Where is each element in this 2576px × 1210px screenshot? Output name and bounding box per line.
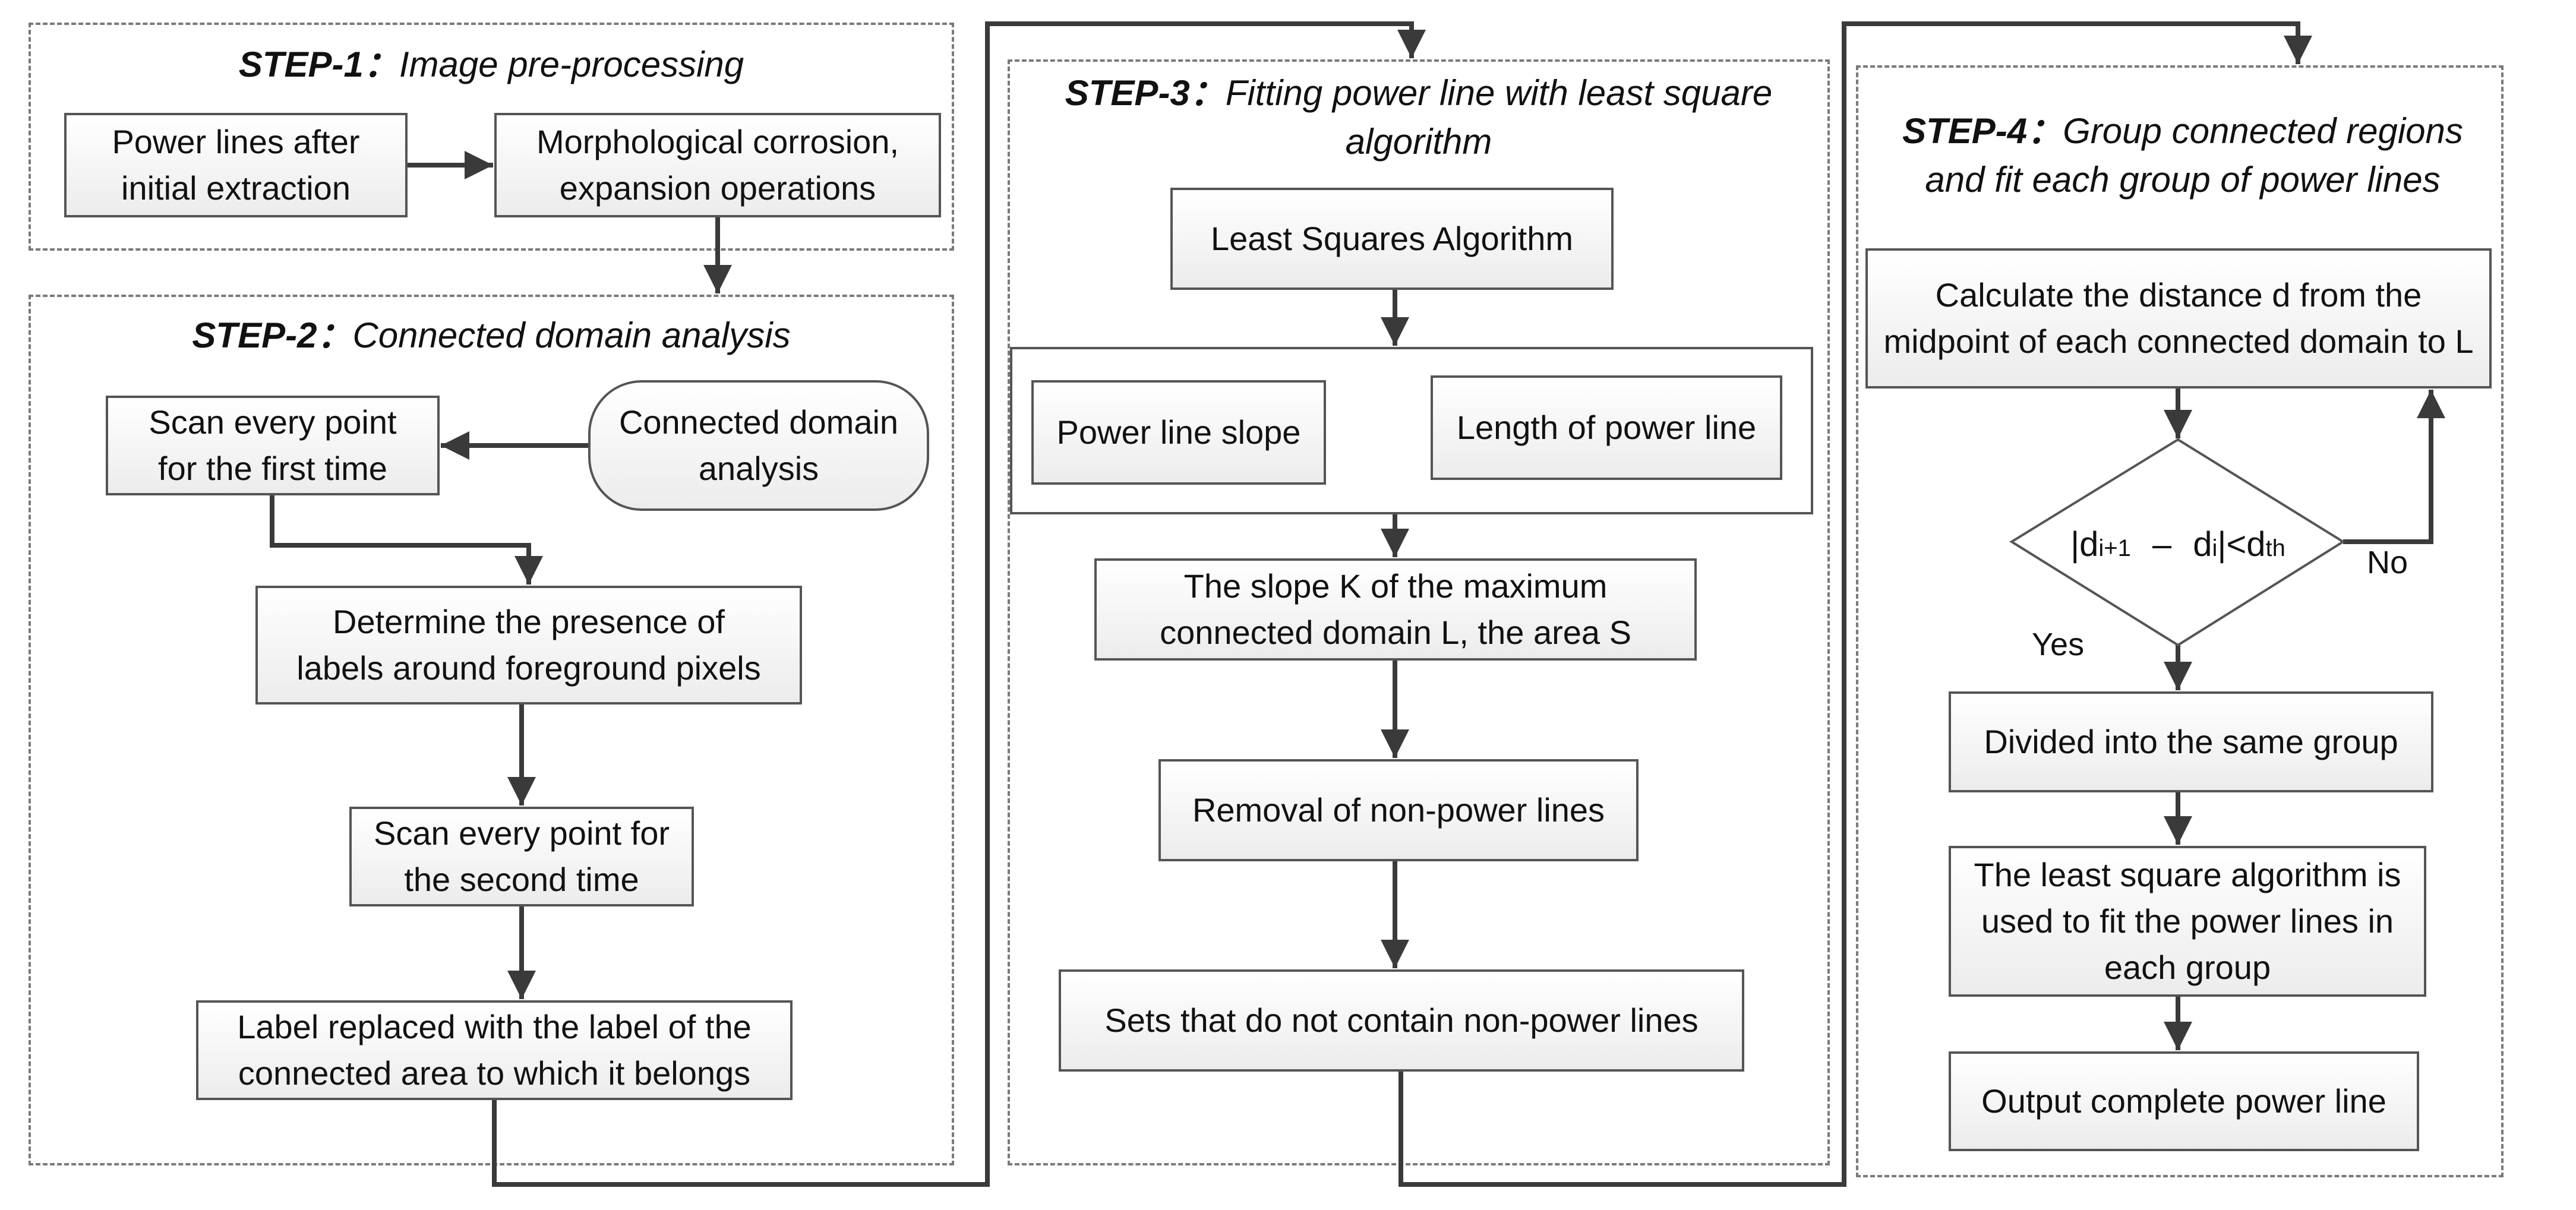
- decision-yes-label: Yes: [2032, 627, 2085, 662]
- connected-domain-terminal: Connected domain analysis: [588, 380, 929, 511]
- slope-k-box: The slope K of the maximum connected dom…: [1094, 558, 1697, 661]
- step-2-description: Connected domain analysis: [352, 315, 791, 355]
- step-3-label: STEP-3：: [1065, 73, 1226, 113]
- step-3-panel: [1008, 59, 1830, 1165]
- label-replaced-box: Label replaced with the label of the con…: [196, 1000, 793, 1100]
- output-box: Output complete power line: [1949, 1051, 2419, 1151]
- step-1-title: STEP-1：Image pre-processing: [29, 40, 954, 89]
- step-1-panel: [29, 23, 954, 251]
- step-2-title: STEP-2：Connected domain analysis: [29, 311, 954, 360]
- step-3-title: STEP-3：Fitting power line with least squ…: [1019, 69, 1818, 166]
- connector-step3-to-step4: [1399, 21, 2312, 1187]
- calc-distance-box: Calculate the distance d from the midpoi…: [1865, 248, 2492, 388]
- step-1-description: Image pre-processing: [399, 45, 744, 84]
- length-power-line-box: Length of power line: [1431, 375, 1782, 480]
- least-square-fit-box: The least square algorithm is used to fi…: [1949, 846, 2426, 997]
- determine-labels-box: Determine the presence of labels around …: [255, 586, 802, 704]
- arrow-decision-no-loop: [2343, 390, 2445, 544]
- least-squares-box: Least Squares Algorithm: [1170, 188, 1614, 290]
- decision-diamond: [2009, 438, 2345, 647]
- removal-box: Removal of non-power lines: [1158, 759, 1639, 861]
- step-4-title: STEP-4：Group connected regions and fit e…: [1892, 107, 2474, 204]
- decision-condition: |di+1–di|<dth: [2070, 525, 2285, 564]
- power-line-slope-box: Power line slope: [1031, 380, 1326, 485]
- step-3-description: Fitting power line with least square alg…: [1225, 73, 1773, 162]
- step-2-panel: [29, 295, 954, 1165]
- step-4-description: Group connected regions and fit each gro…: [1925, 111, 2463, 200]
- power-lines-initial-box: Power lines after initial extraction: [64, 113, 408, 217]
- step-4-label: STEP-4：: [1902, 111, 2063, 151]
- sets-box: Sets that do not contain non-power lines: [1059, 969, 1744, 1072]
- arrow-scan-first-to-determine: [270, 495, 543, 585]
- divided-box: Divided into the same group: [1949, 691, 2433, 792]
- step-4-panel: [1856, 65, 2504, 1177]
- morphological-box: Morphological corrosion, expansion opera…: [494, 113, 941, 217]
- scan-first-box: Scan every point for the first time: [106, 396, 440, 495]
- decision-no-label: No: [2367, 545, 2408, 580]
- step-2-label: STEP-2：: [192, 315, 353, 355]
- step-1-label: STEP-1：: [238, 45, 399, 84]
- connector-step2-to-step3: [492, 21, 1426, 1187]
- scan-second-box: Scan every point for the second time: [349, 807, 694, 906]
